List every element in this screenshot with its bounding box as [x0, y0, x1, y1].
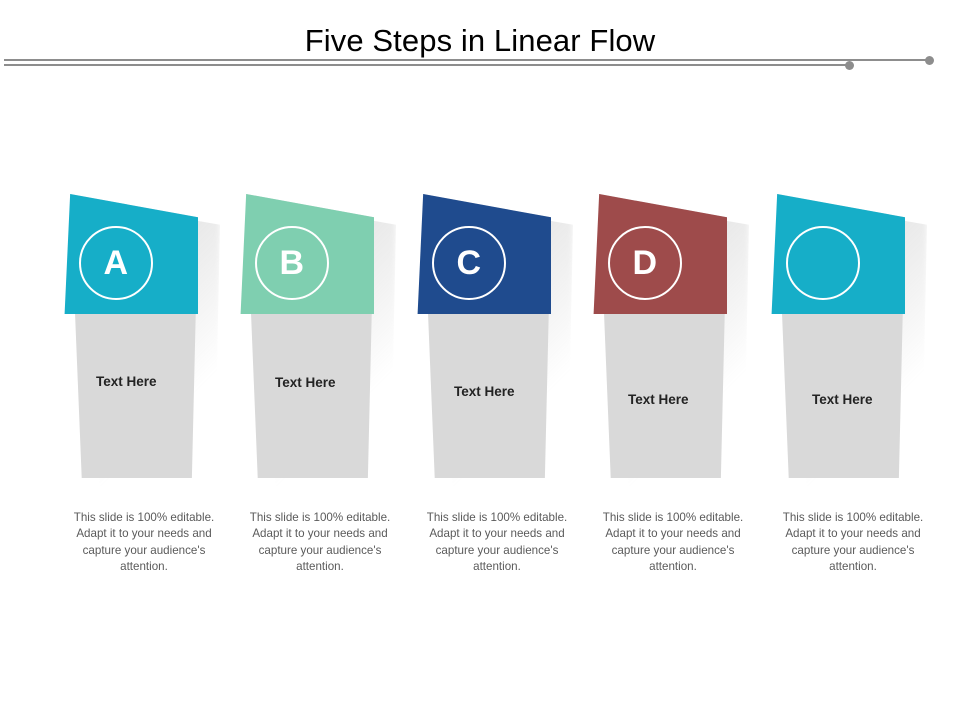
step-c-letter: C: [456, 244, 482, 282]
divider-dot-inner-icon: [845, 61, 854, 70]
step-d-description: This slide is 100% editable. Adapt it to…: [602, 511, 744, 573]
divider-line-top: [4, 59, 929, 61]
page-title: Five Steps in Linear Flow: [304, 23, 656, 58]
step-d[interactable]: D Text Here This slide is 100% editable.…: [579, 0, 769, 720]
step-a-letter: A: [103, 244, 129, 282]
step-c[interactable]: C Text Here This slide is 100% editable.…: [403, 0, 593, 720]
step-b-label: Text Here: [275, 375, 336, 390]
title-divider: [0, 56, 960, 72]
step-c-badge: C: [432, 226, 506, 300]
step-b-badge: B: [255, 226, 329, 300]
step-a-badge: A: [79, 226, 153, 300]
step-b[interactable]: B Text Here This slide is 100% editable.…: [226, 0, 416, 720]
step-d-badge: D: [608, 226, 682, 300]
step-e-description: This slide is 100% editable. Adapt it to…: [782, 511, 924, 573]
step-e-label: Text Here: [812, 392, 873, 407]
step-b-letter: B: [279, 244, 305, 282]
step-e-badge: [786, 226, 860, 300]
step-c-description: This slide is 100% editable. Adapt it to…: [426, 511, 568, 573]
step-a-label: Text Here: [96, 374, 157, 389]
step-d-letter: D: [632, 244, 658, 282]
divider-dot-outer-icon: [925, 56, 934, 65]
step-a[interactable]: A Text Here This slide is 100% editable.…: [50, 0, 240, 720]
step-b-description: This slide is 100% editable. Adapt it to…: [249, 511, 391, 573]
step-e[interactable]: Text Here This slide is 100% editable. A…: [757, 0, 947, 720]
step-d-label: Text Here: [628, 392, 689, 407]
step-a-description: This slide is 100% editable. Adapt it to…: [73, 511, 215, 573]
step-c-label: Text Here: [454, 384, 515, 399]
divider-line-bottom: [4, 64, 849, 66]
